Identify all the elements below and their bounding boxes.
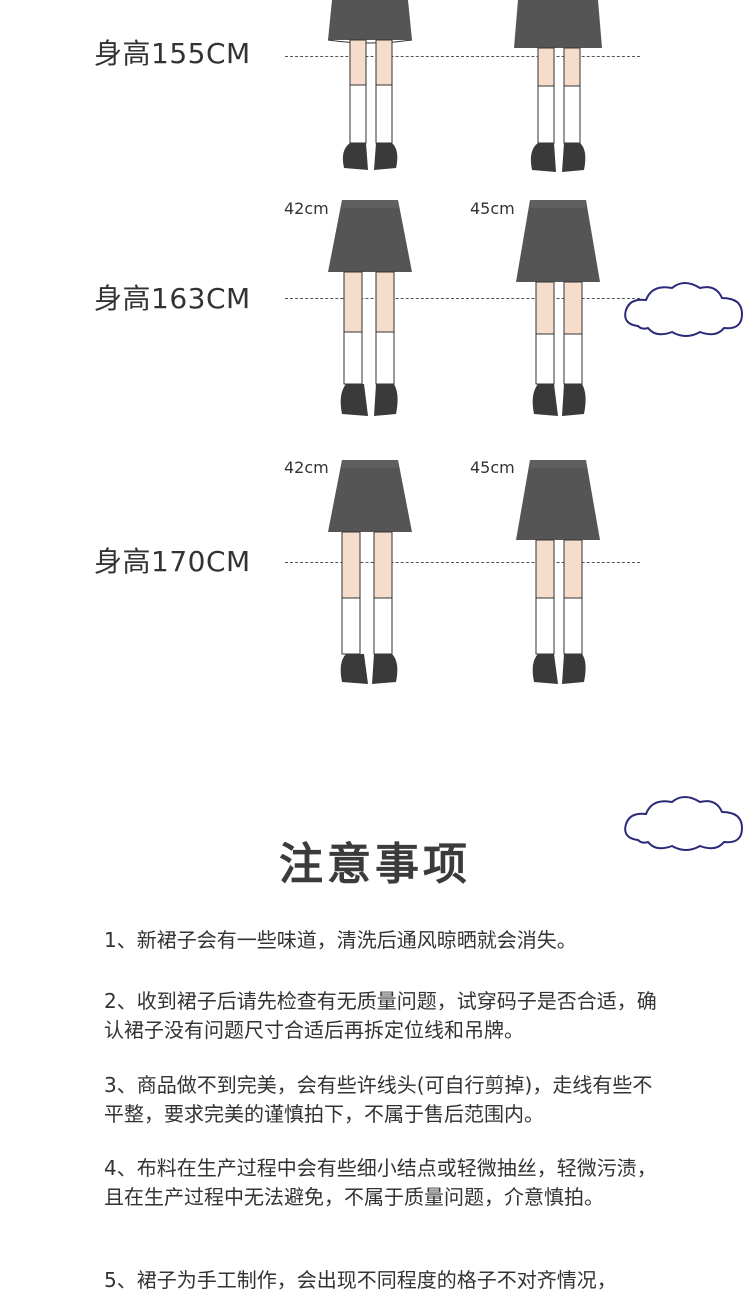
note-item-5: 5、裙子为手工制作，会出现不同程度的格子不对齐情况， (104, 1268, 617, 1292)
height-label: 身高155CM (94, 37, 251, 70)
size-label-right: 45cm (470, 199, 515, 218)
note-item-4: 4、布料在生产过程中会有些细小结点或轻微抽丝，轻微污渍，且在生产过程中无法避免，… (104, 1156, 657, 1209)
size-label-left: 42cm (284, 199, 329, 218)
hemline-guide (285, 562, 640, 563)
hemline-guide (285, 56, 640, 57)
skirt-figure-right (516, 200, 600, 416)
note-item-1: 1、新裙子会有一些味道，清洗后通风晾晒就会消失。 (104, 928, 577, 952)
skirt-figure-left (328, 200, 412, 416)
height-label: 身高163CM (94, 282, 251, 315)
hemline-guide (285, 298, 640, 299)
note-item-2: 2、收到裙子后请先检查有无质量问题，试穿码子是否合适，确认裙子没有问题尺寸合适后… (104, 989, 657, 1042)
size-label-right: 45cm (470, 458, 515, 477)
cloud-decoration (624, 282, 744, 337)
skirt-figure-left (328, 460, 412, 684)
height-label: 身高170CM (94, 545, 251, 578)
note-item-3: 3、商品做不到完美，会有些许线头(可自行剪掉)，走线有些不平整，要求完美的谨慎拍… (104, 1073, 653, 1126)
skirt-figure-left (327, 0, 413, 170)
skirt-figure-right (514, 0, 602, 172)
size-label-left: 42cm (284, 458, 329, 477)
skirt-figure-right (516, 460, 600, 684)
notes-title: 注意事项 (279, 839, 471, 890)
cloud-decoration (624, 796, 744, 851)
